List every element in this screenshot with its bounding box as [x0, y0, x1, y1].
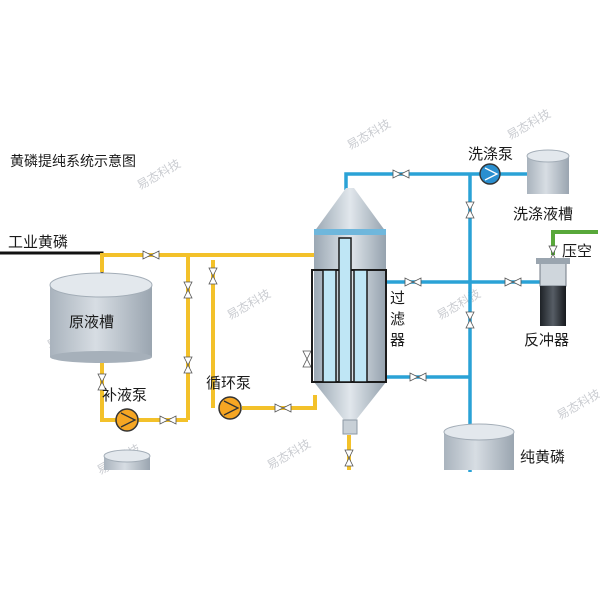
label-compressed-air: 压空: [562, 242, 592, 260]
label-industrial-phosphorus: 工业黄磷: [8, 233, 68, 251]
watermark: 易态科技: [505, 106, 554, 142]
label-filter-1: 过: [390, 289, 405, 307]
filter-element: [322, 269, 337, 383]
watermark: 易态科技: [265, 436, 314, 472]
valve-icon: [97, 373, 107, 391]
valve-icon: [465, 311, 475, 329]
valve-icon: [208, 267, 218, 285]
backflush-device: 反冲器: [524, 258, 570, 349]
wash-tank: 洗涤液槽: [513, 149, 573, 223]
watermark: 易态科技: [135, 156, 184, 192]
valve-icon: [274, 403, 292, 413]
valve-icon: [404, 277, 422, 287]
label-filter-3: 器: [390, 331, 405, 349]
valve-icon: [302, 350, 312, 368]
makeup-pump: 补液泵: [102, 386, 147, 432]
valve-icon: [392, 169, 410, 179]
valve-icon: [183, 281, 193, 299]
watermark: 易态科技: [225, 286, 274, 322]
label-circulation-pump: 循环泵: [206, 374, 251, 392]
small-tank: [103, 449, 151, 470]
valve-icon: [183, 356, 193, 374]
valve-icon: [504, 277, 522, 287]
label-raw-tank: 原液槽: [69, 313, 114, 331]
valve-icon: [159, 415, 177, 425]
valve-icon: [344, 449, 354, 467]
label-wash-pump: 洗涤泵: [468, 145, 513, 163]
valve-icon: [142, 250, 160, 260]
filter-element: [338, 237, 352, 383]
pure-tank: 纯黄磷: [443, 423, 565, 470]
filter-vessel: 过 滤 器: [311, 188, 405, 435]
filter-element: [353, 269, 368, 383]
diagram-title: 黄磷提纯系统示意图: [10, 153, 136, 170]
watermark: 易态科技: [435, 286, 484, 322]
valve-icon: [465, 201, 475, 219]
label-makeup-pump: 补液泵: [102, 386, 147, 404]
circulation-pump: 循环泵: [206, 374, 251, 420]
valve-icon: [409, 372, 427, 382]
wash-pump: 洗涤泵: [468, 145, 513, 185]
watermark: 易态科技: [345, 116, 394, 152]
raw-tank: 原液槽: [49, 272, 153, 363]
label-filter-2: 滤: [390, 310, 405, 328]
watermark: 易态科技: [555, 386, 600, 422]
label-pure-phosphorus: 纯黄磷: [520, 448, 565, 466]
label-backflush: 反冲器: [524, 331, 569, 349]
label-wash-tank: 洗涤液槽: [513, 205, 573, 223]
